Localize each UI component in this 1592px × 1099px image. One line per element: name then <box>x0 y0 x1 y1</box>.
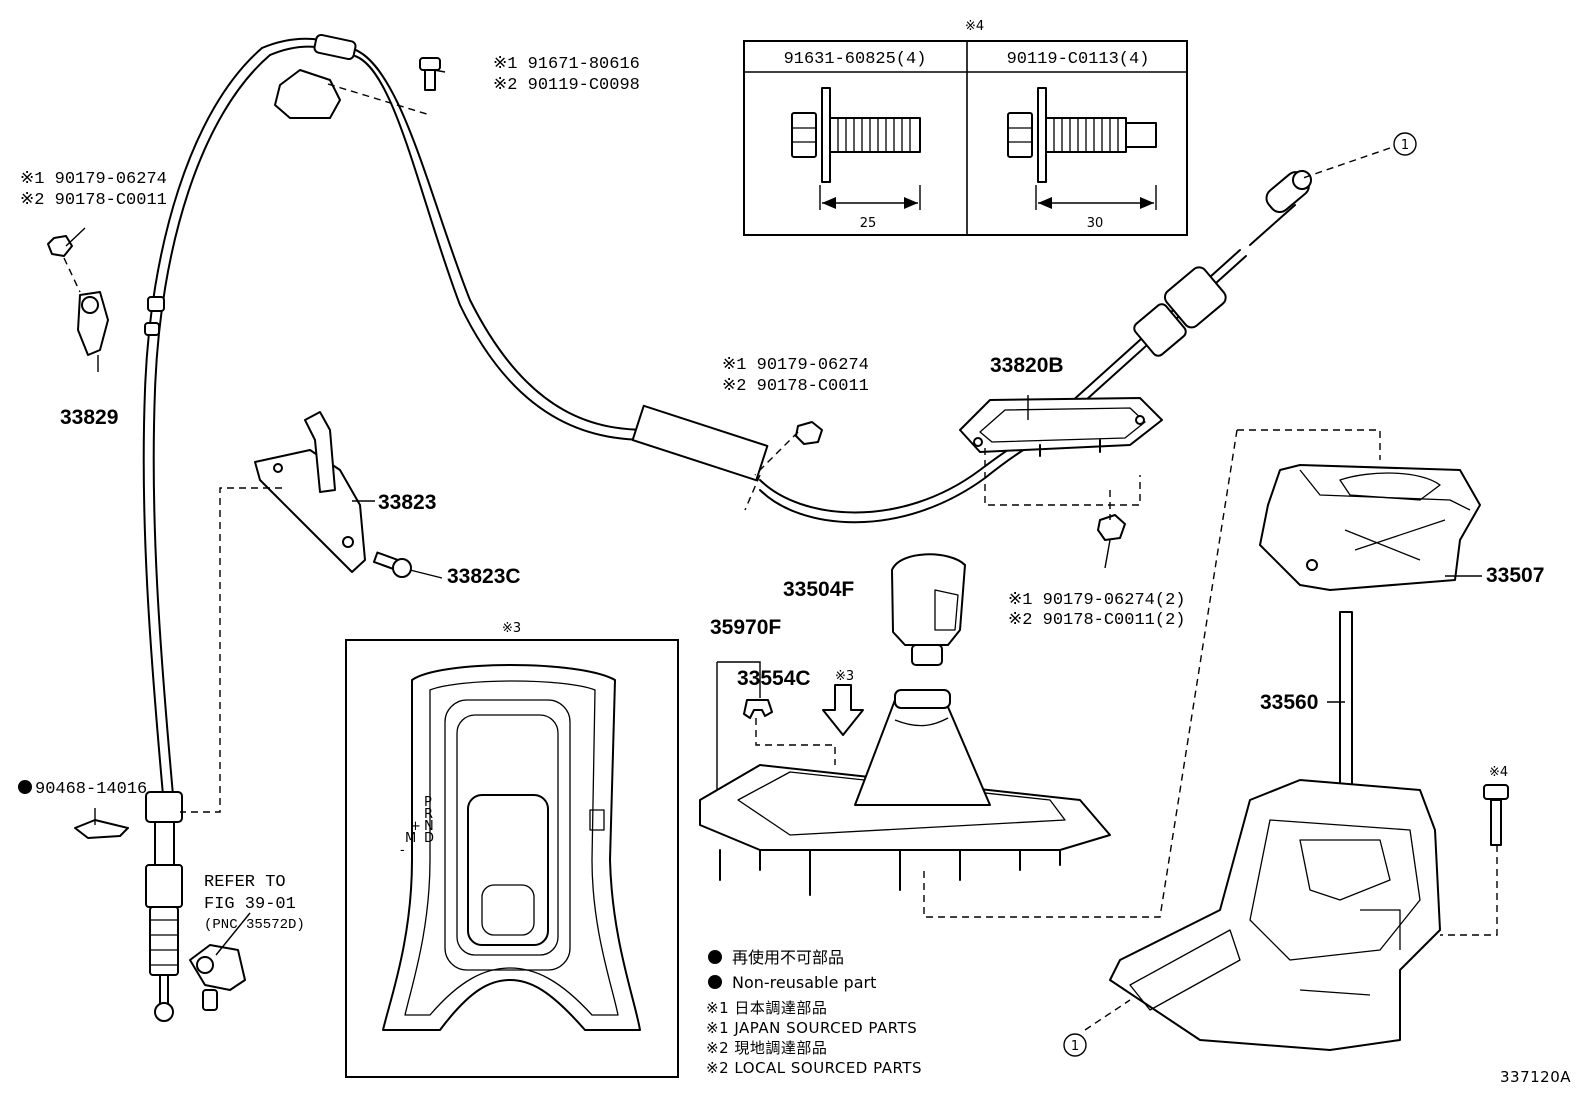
bolt-col1-part: 91631-60825(4) <box>784 50 927 69</box>
legend-dot-en: Non-reusable part <box>732 973 876 992</box>
svg-text:1: 1 <box>1071 1039 1079 1054</box>
svg-text:1: 1 <box>1401 138 1409 153</box>
refer-line3: (PNC 35572D) <box>204 917 305 933</box>
legend: 再使用不可部品 Non-reusable part ※1 日本調達部品 ※1 J… <box>706 948 922 1077</box>
callout-right-nut-j2: ※2 90178-C0011(2) <box>1008 611 1185 630</box>
table-mark: ※4 <box>965 19 984 34</box>
gate-letter-minus: - <box>400 843 405 858</box>
label-33823: 33823 <box>378 491 436 514</box>
callout-left-nut-j2: ※2 90178-C0011 <box>20 191 167 210</box>
shift-lever-33560 <box>1109 611 1441 1051</box>
label-33820b: 33820B <box>990 354 1064 377</box>
gate-indicator: P R N D + M - <box>400 795 434 858</box>
bolt-m4 <box>1483 784 1509 846</box>
bolt-col2-length: 30 <box>1087 216 1104 231</box>
label-90468-14016: 90468-14016 <box>18 780 147 799</box>
bolt-col2-part: 90119-C0113(4) <box>1007 50 1150 69</box>
label-33507: 33507 <box>1486 564 1544 587</box>
refer-line1: REFER TO <box>204 873 286 892</box>
top-bolt <box>419 57 441 91</box>
callout-mid-nut-j1: ※1 90179-06274 <box>722 356 869 375</box>
view-arrow <box>822 684 864 736</box>
legend-j1-en: ※1 JAPAN SOURCED PARTS <box>706 1019 917 1037</box>
nut-left <box>47 235 73 257</box>
bolt-25-drawing: 25 <box>791 87 921 231</box>
gate-letter-r: R <box>424 807 433 822</box>
cable-end-boot <box>145 791 183 1022</box>
nut-right <box>1097 514 1126 541</box>
housing-33507 <box>1259 464 1481 591</box>
callout-right-nut-j1: ※1 90179-06274(2) <box>1008 591 1185 610</box>
label-33504f: 33504F <box>783 578 854 601</box>
match-mark-1-top: 1 <box>1393 132 1417 156</box>
refer-note: REFER TO FIG 39-01 (PNC 35572D) <box>204 873 305 933</box>
callout-mid-nut: ※1 90179-06274 ※2 90178-C0011 <box>722 356 869 396</box>
match-mark-1-bottom: 1 <box>1063 1033 1087 1057</box>
figure-code: 337120A <box>1500 1068 1571 1086</box>
top-cable-bracket <box>274 69 341 119</box>
label-33560: 33560 <box>1260 691 1318 714</box>
label-90468-14016-text: 90468-14016 <box>35 780 147 799</box>
cable-adjuster-end <box>1039 170 1312 437</box>
gate-letter-m: M <box>405 831 416 846</box>
label-arrow-m3: ※3 <box>835 669 854 684</box>
callout-top-bolt: ※1 91671-80616 ※2 90119-C0098 <box>493 55 640 95</box>
label-33829: 33829 <box>60 406 118 429</box>
clip-33829 <box>77 291 109 356</box>
callout-top-bolt-j2: ※2 90119-C0098 <box>493 76 640 95</box>
bolt-30-drawing: 30 <box>1007 87 1157 231</box>
shift-knob-33504f <box>891 553 966 666</box>
gate-letter-p: P <box>424 795 432 810</box>
leaders <box>65 69 1482 956</box>
callout-left-nut-j1: ※1 90179-06274 <box>20 170 167 189</box>
bolt-spec-table: ※4 91631-60825(4) 90119-C0113(4) 25 <box>743 19 1188 236</box>
shift-cable-left <box>142 37 351 796</box>
label-33823c: 33823C <box>447 565 521 588</box>
gate-letter-n: N <box>424 819 434 834</box>
refer-line2: FIG 39-01 <box>204 895 296 914</box>
console-panel-35970f <box>699 689 1111 896</box>
bracket-33820b <box>959 397 1163 457</box>
gate-letter-plus: + <box>410 819 421 834</box>
bolt-col1-length: 25 <box>860 216 877 231</box>
callout-right-nut: ※1 90179-06274(2) ※2 90178-C0011(2) <box>1008 591 1185 630</box>
clip-90468-14016 <box>74 819 129 839</box>
bracket-35572d <box>189 944 246 1011</box>
clip-33554c <box>743 699 773 719</box>
gate-letter-d: D <box>424 831 434 846</box>
legend-j1-jp: ※1 日本調達部品 <box>706 999 827 1017</box>
label-m4-bolt: ※4 <box>1489 765 1508 780</box>
bracket-33823 <box>254 411 366 573</box>
detail-box-mark: ※3 <box>502 621 521 636</box>
nut-mid <box>795 421 823 445</box>
legend-j2-en: ※2 LOCAL SOURCED PARTS <box>706 1059 922 1077</box>
dashed-leaders <box>63 83 1498 1031</box>
legend-dot-jp: 再使用不可部品 <box>732 948 844 967</box>
detail-view-box: ※3 <box>345 621 679 1078</box>
callout-mid-nut-j2: ※2 90178-C0011 <box>722 377 869 396</box>
legend-j2-jp: ※2 現地調達部品 <box>706 1039 827 1057</box>
callout-top-bolt-j1: ※1 91671-80616 <box>493 55 640 74</box>
label-35970f: 35970F <box>710 616 781 639</box>
label-33554c: 33554C <box>737 667 811 690</box>
screw-33823c <box>372 551 412 578</box>
callout-left-nut: ※1 90179-06274 ※2 90178-C0011 <box>20 170 167 210</box>
